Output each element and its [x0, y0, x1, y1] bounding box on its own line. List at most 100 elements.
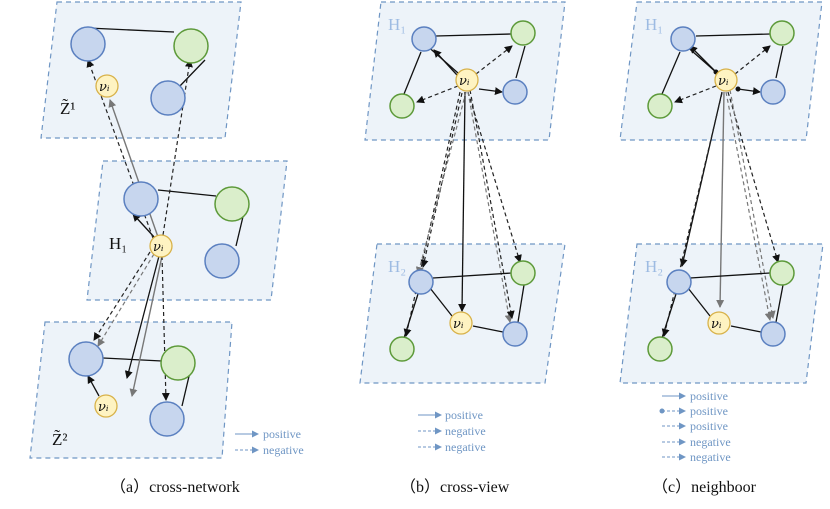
edge [661, 293, 677, 339]
layer-label-z1: Z̃¹ [60, 99, 75, 118]
caption-b: （b）cross-view [400, 478, 510, 496]
edge-positive [129, 255, 163, 397]
node-blue [666, 269, 692, 295]
edge-negative [469, 89, 515, 319]
edge [735, 86, 761, 96]
node-blue [408, 269, 434, 295]
node-green [769, 260, 795, 286]
edge-negative [734, 45, 771, 75]
edge-negative [725, 91, 773, 321]
panel-a: νᵢ Z̃¹ νᵢ H₁ νᵢ Z̃² positive negative （a… [29, 1, 304, 496]
node-blue [670, 26, 696, 52]
caption-c: （c）neighboor [652, 478, 757, 496]
edge-negative [162, 59, 193, 236]
node-blue [123, 181, 159, 217]
legend-positive: positive [690, 404, 728, 418]
legend-negative: negative [445, 440, 486, 454]
edge [661, 51, 681, 95]
edge-negative [674, 85, 717, 104]
node-vi-label: νᵢ [718, 74, 729, 89]
node-green [173, 28, 209, 64]
legend-negative: negative [263, 443, 304, 457]
node-green [160, 345, 196, 381]
layer-label-h1: H₁ [388, 15, 406, 34]
edge-negative [475, 45, 513, 75]
edge-negative [467, 91, 522, 263]
edge-negative [93, 251, 151, 341]
edge [403, 293, 419, 339]
node-green [389, 336, 415, 362]
node-vi [455, 68, 479, 92]
edge-negative [416, 85, 459, 104]
edge [472, 325, 504, 333]
node-blue [204, 243, 240, 279]
node-blue [149, 401, 185, 437]
edge [478, 87, 503, 96]
edge-positive [716, 91, 725, 308]
node-vi-label: νᵢ [99, 80, 110, 95]
edge [730, 325, 762, 333]
edge-positive [458, 91, 467, 312]
edge [775, 284, 784, 323]
edge [177, 59, 206, 89]
legend-positive: positive [445, 408, 483, 422]
node-vi [94, 394, 118, 418]
edge [429, 287, 453, 317]
node-green [214, 186, 250, 222]
edge [517, 284, 525, 323]
edge-negative [97, 253, 155, 347]
node-blue [70, 26, 106, 62]
layer-label-h1: H₁ [645, 15, 663, 34]
node-green [510, 20, 536, 46]
layer-label-h1: H₁ [109, 234, 127, 253]
legend-positive: positive [263, 427, 301, 441]
edge [689, 272, 771, 279]
edge [435, 33, 512, 37]
node-vi-label: νᵢ [98, 400, 109, 415]
node-blue [502, 79, 528, 105]
layer-label-z2: Z̃² [52, 430, 67, 449]
edge-negative [729, 89, 776, 319]
plane-h1-a [86, 160, 288, 301]
panel-c: νᵢ H₁ νᵢ H₂ positive positive positive n… [619, 1, 824, 496]
node-green [510, 260, 536, 286]
node-blue [760, 79, 786, 105]
edge-negative [467, 91, 513, 323]
legend-positive: positive [690, 419, 728, 433]
node-blue [68, 341, 104, 377]
legend-positive: positive [690, 389, 728, 403]
edge [695, 33, 771, 37]
node-vi-label: νᵢ [453, 317, 464, 332]
node-vi [149, 234, 173, 258]
node-vi-label: νᵢ [711, 317, 722, 332]
panel-b: νᵢ H₁ νᵢ H₂ positive negative negative （… [359, 1, 566, 496]
edge [87, 27, 175, 33]
edge [775, 45, 784, 79]
legend-negative: negative [690, 450, 731, 464]
edge [687, 287, 711, 317]
node-blue [411, 26, 437, 52]
edge-negative [420, 92, 463, 268]
node-vi [95, 74, 119, 98]
edge [157, 189, 217, 197]
node-vi-label: νᵢ [153, 240, 164, 255]
layer-label-h2: H₂ [645, 257, 663, 276]
layer-label-h2: H₂ [388, 257, 406, 276]
node-green [647, 336, 673, 362]
node-vi [449, 311, 473, 335]
edge-negative [415, 91, 467, 275]
node-green [389, 93, 415, 119]
edge-positive [124, 255, 160, 379]
node-vi-label: νᵢ [459, 74, 470, 89]
edge [432, 272, 513, 279]
edge-negative [727, 91, 780, 263]
legend-negative: negative [445, 424, 486, 438]
edge [515, 45, 526, 79]
node-blue [760, 321, 786, 347]
edge [87, 375, 100, 397]
node-vi [714, 68, 738, 92]
node-vi [707, 311, 731, 335]
legend-negative: negative [690, 435, 731, 449]
edge-positive [132, 213, 156, 239]
